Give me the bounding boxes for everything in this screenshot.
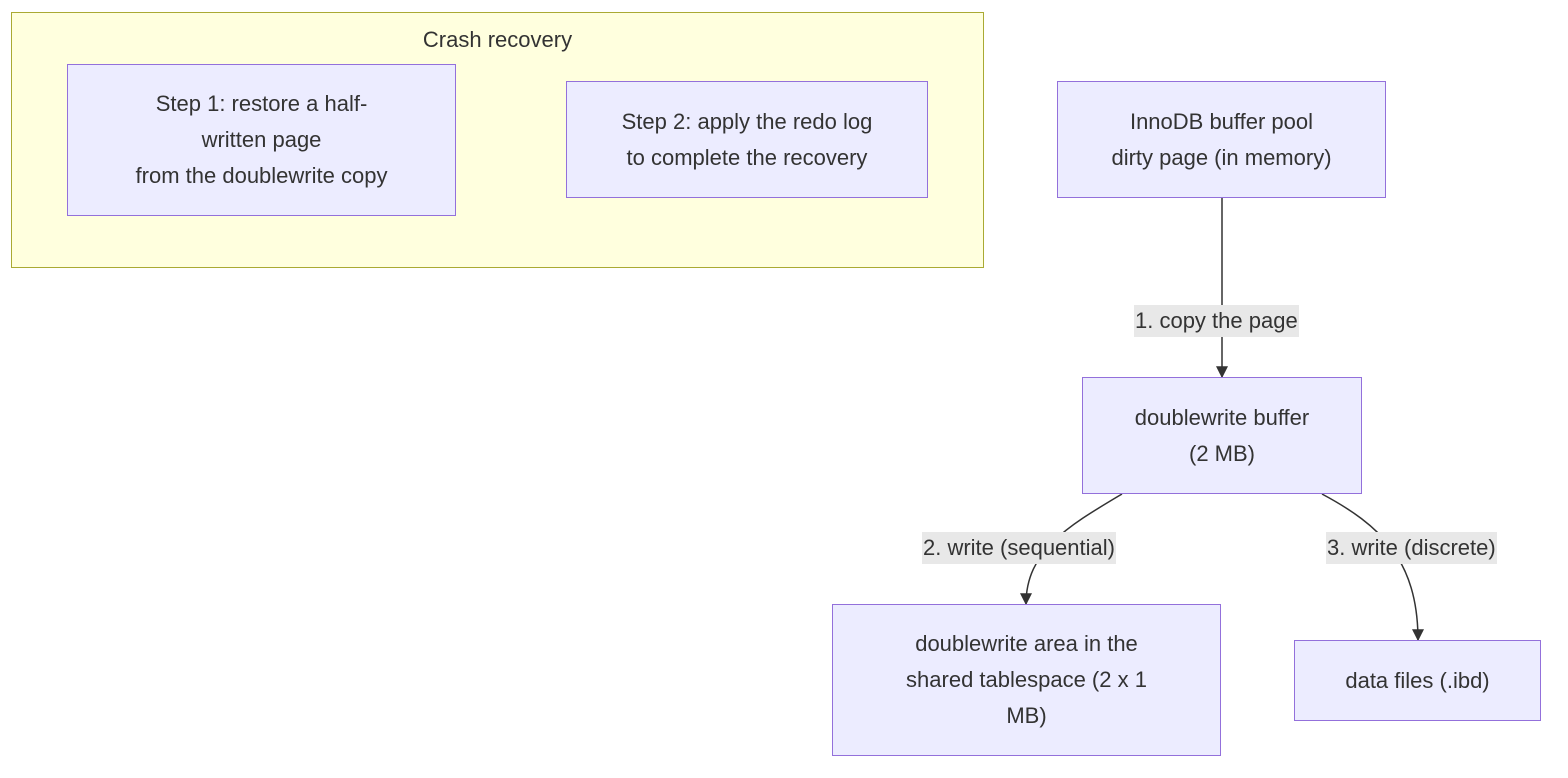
node-text-line: doublewrite area in the: [915, 631, 1138, 656]
cluster-title: Crash recovery: [422, 27, 573, 52]
step1-node: Step 1: restore a half- written page fro…: [67, 64, 456, 216]
edge-label-write-discrete: 3. write (discrete): [1326, 532, 1497, 564]
node-text-line: (2 MB): [1189, 440, 1255, 466]
data-files-node: data files (.ibd): [1294, 640, 1541, 721]
node-text-line: Step 1: restore a half-: [155, 91, 368, 116]
edge-label-copy: 1. copy the page: [1134, 305, 1299, 337]
node-text-line: MB): [1006, 703, 1047, 728]
node-text-line: shared tablespace (2 x 1: [906, 667, 1147, 692]
node-text-line: Step 2: apply the redo log: [621, 108, 873, 134]
edge-label-write-sequential: 2. write (sequential): [922, 532, 1116, 564]
edge-doublewrite-buffer-to-data-files: [1321, 493, 1424, 642]
node-text-line: from the doublewrite copy: [135, 163, 388, 188]
buffer-pool-node: InnoDB buffer pool dirty page (in memory…: [1057, 81, 1386, 198]
node-text-line: to complete the recovery: [626, 144, 868, 170]
step2-node: Step 2: apply the redo log to complete t…: [566, 81, 928, 198]
node-text-line: written page: [201, 127, 322, 152]
node-text-line: dirty page (in memory): [1111, 144, 1332, 170]
node-text-line: data files (.ibd): [1345, 667, 1490, 693]
doublewrite-buffer-node: doublewrite buffer (2 MB): [1082, 377, 1362, 494]
doublewrite-area-node: doublewrite area in the shared tablespac…: [832, 604, 1221, 756]
node-text-line: doublewrite buffer: [1134, 404, 1310, 430]
node-text-line: InnoDB buffer pool: [1129, 108, 1314, 134]
